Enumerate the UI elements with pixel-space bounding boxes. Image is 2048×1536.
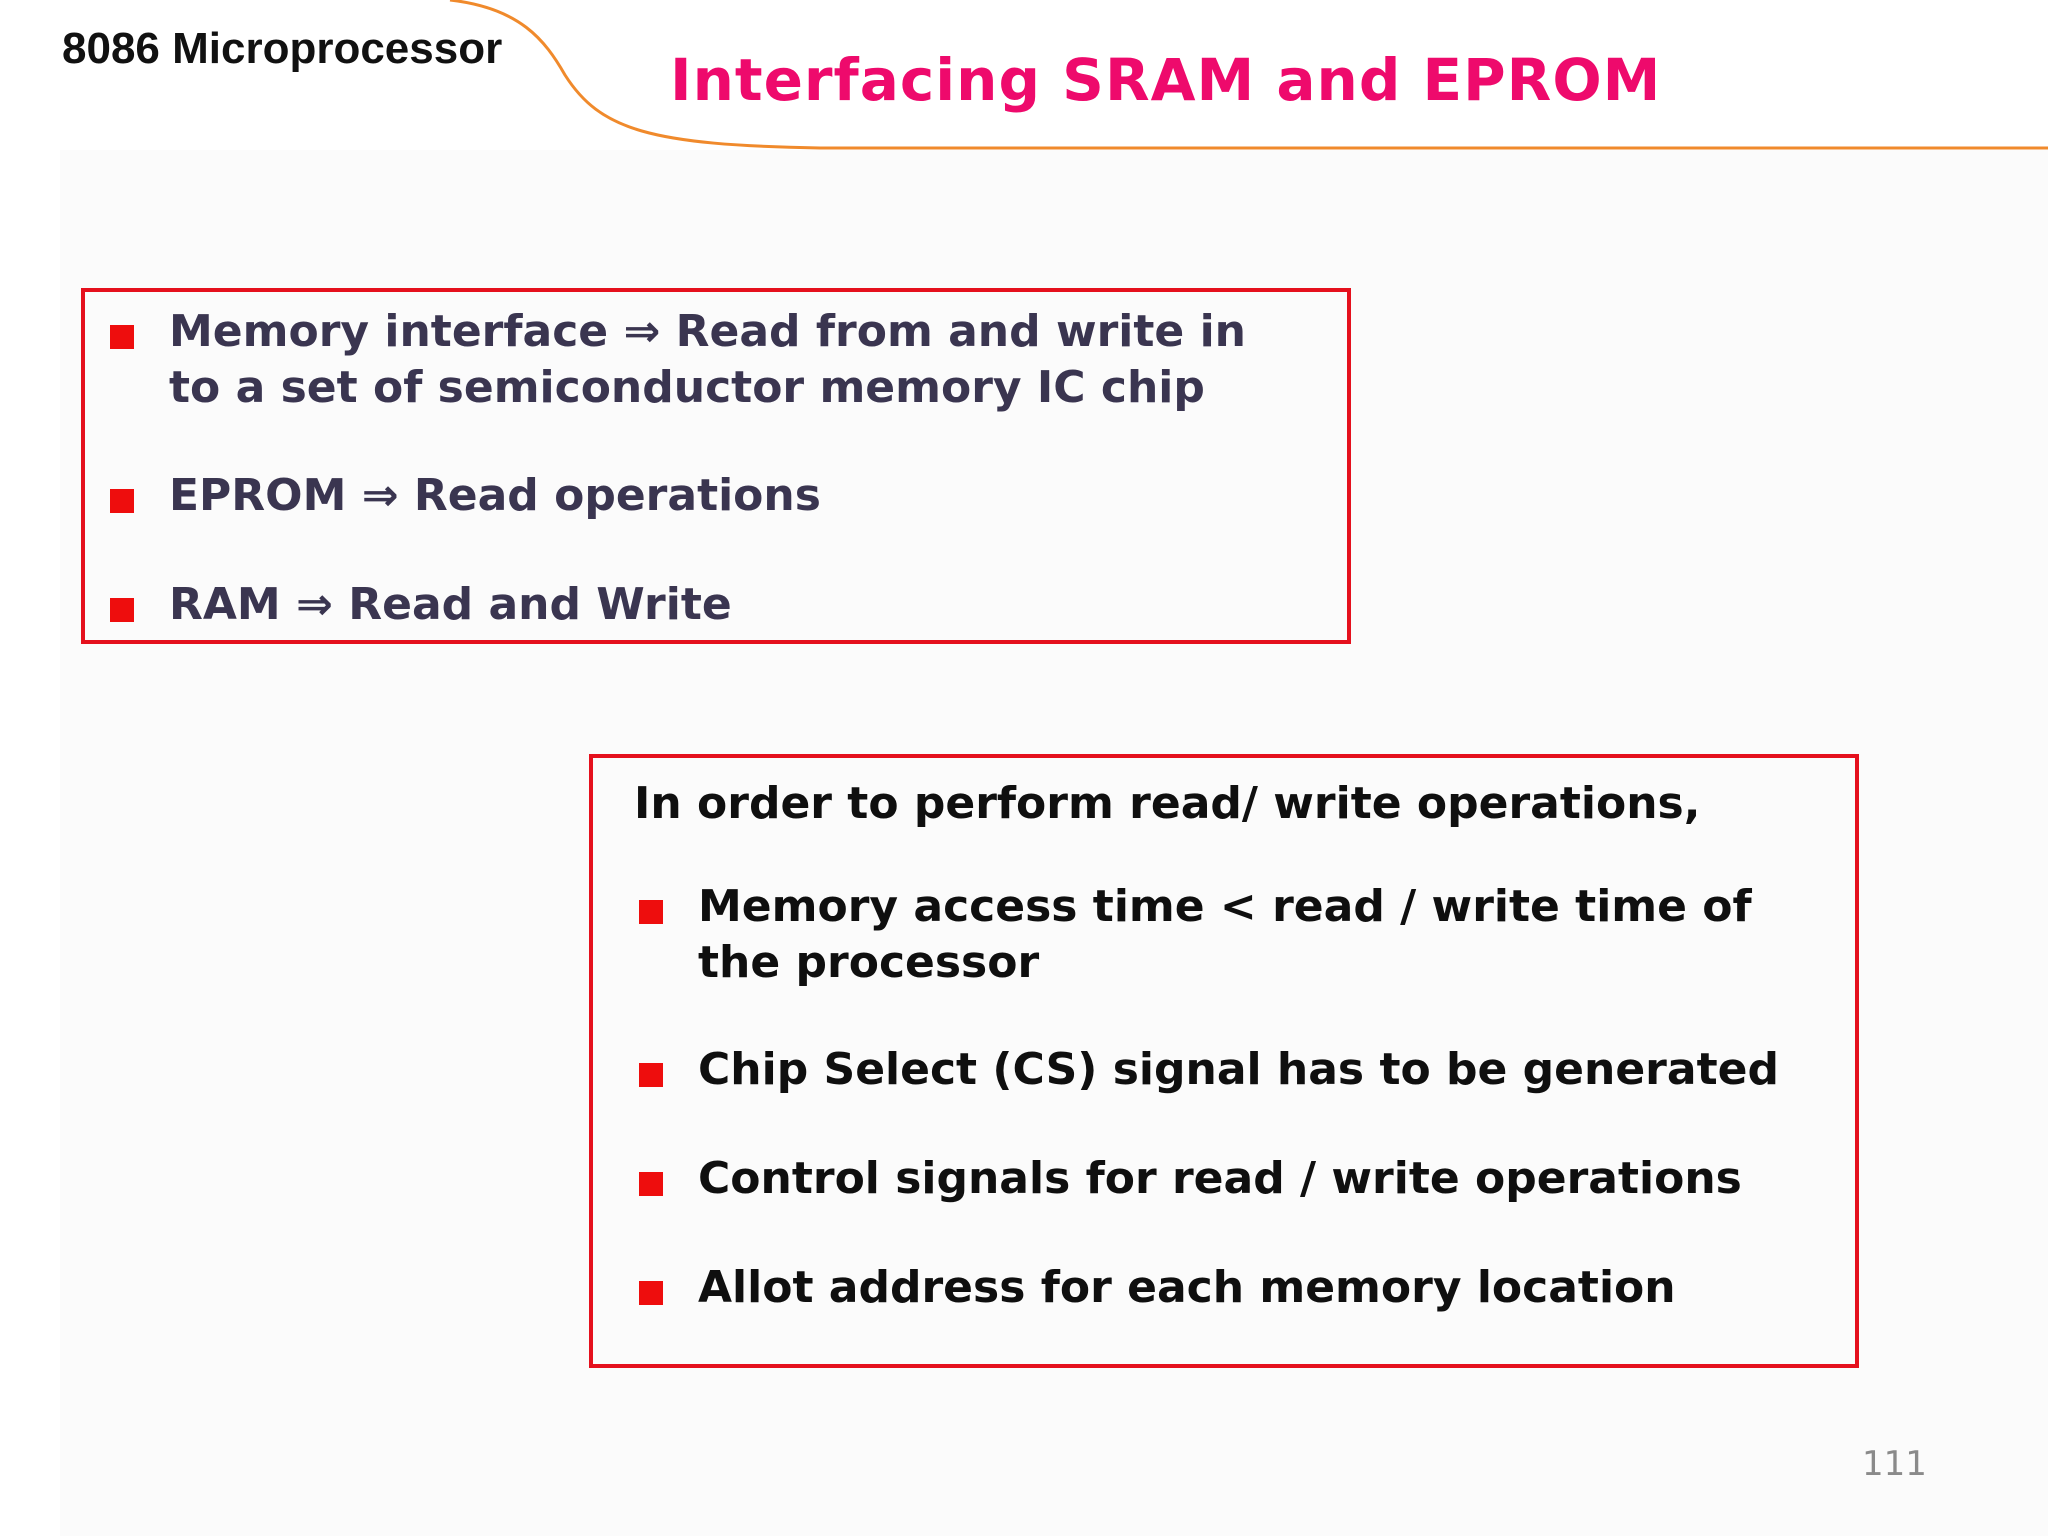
bullet-icon	[110, 489, 134, 513]
requirements-box: In order to perform read/ write operatio…	[589, 754, 1859, 1368]
bullet-text: Allot address for each memory location	[698, 1262, 1676, 1313]
bullet-icon	[639, 1281, 663, 1305]
bullet-text: Chip Select (CS) signal has to be genera…	[698, 1044, 1779, 1095]
slide-title: Interfacing SRAM and EPROM	[670, 46, 1662, 114]
bullet-icon	[639, 900, 663, 924]
header-swoosh	[449, 0, 2048, 150]
bullet-text: EPROM ⇒ Read operations	[169, 470, 821, 521]
requirements-intro: In order to perform read/ write operatio…	[634, 778, 1701, 829]
bullet-text: RAM ⇒ Read and Write	[169, 579, 732, 630]
page-number: 111	[1862, 1444, 1927, 1484]
bullet-icon	[110, 325, 134, 349]
bullet-text-continuation: the processor	[698, 937, 1040, 988]
memory-types-box: Memory interface ⇒ Read from and write i…	[81, 288, 1351, 644]
bullet-text-continuation: to a set of semiconductor memory IC chip	[169, 362, 1205, 413]
bullet-icon	[639, 1172, 663, 1196]
bullet-icon	[639, 1063, 663, 1087]
bullet-text: Memory interface ⇒ Read from and write i…	[169, 306, 1246, 357]
bullet-text: Memory access time < read / write time o…	[698, 881, 1752, 932]
background-panel	[60, 150, 2048, 1536]
bullet-text: Control signals for read / write operati…	[698, 1153, 1742, 1204]
course-title: 8086 Microprocessor	[62, 24, 503, 73]
bullet-icon	[110, 598, 134, 622]
